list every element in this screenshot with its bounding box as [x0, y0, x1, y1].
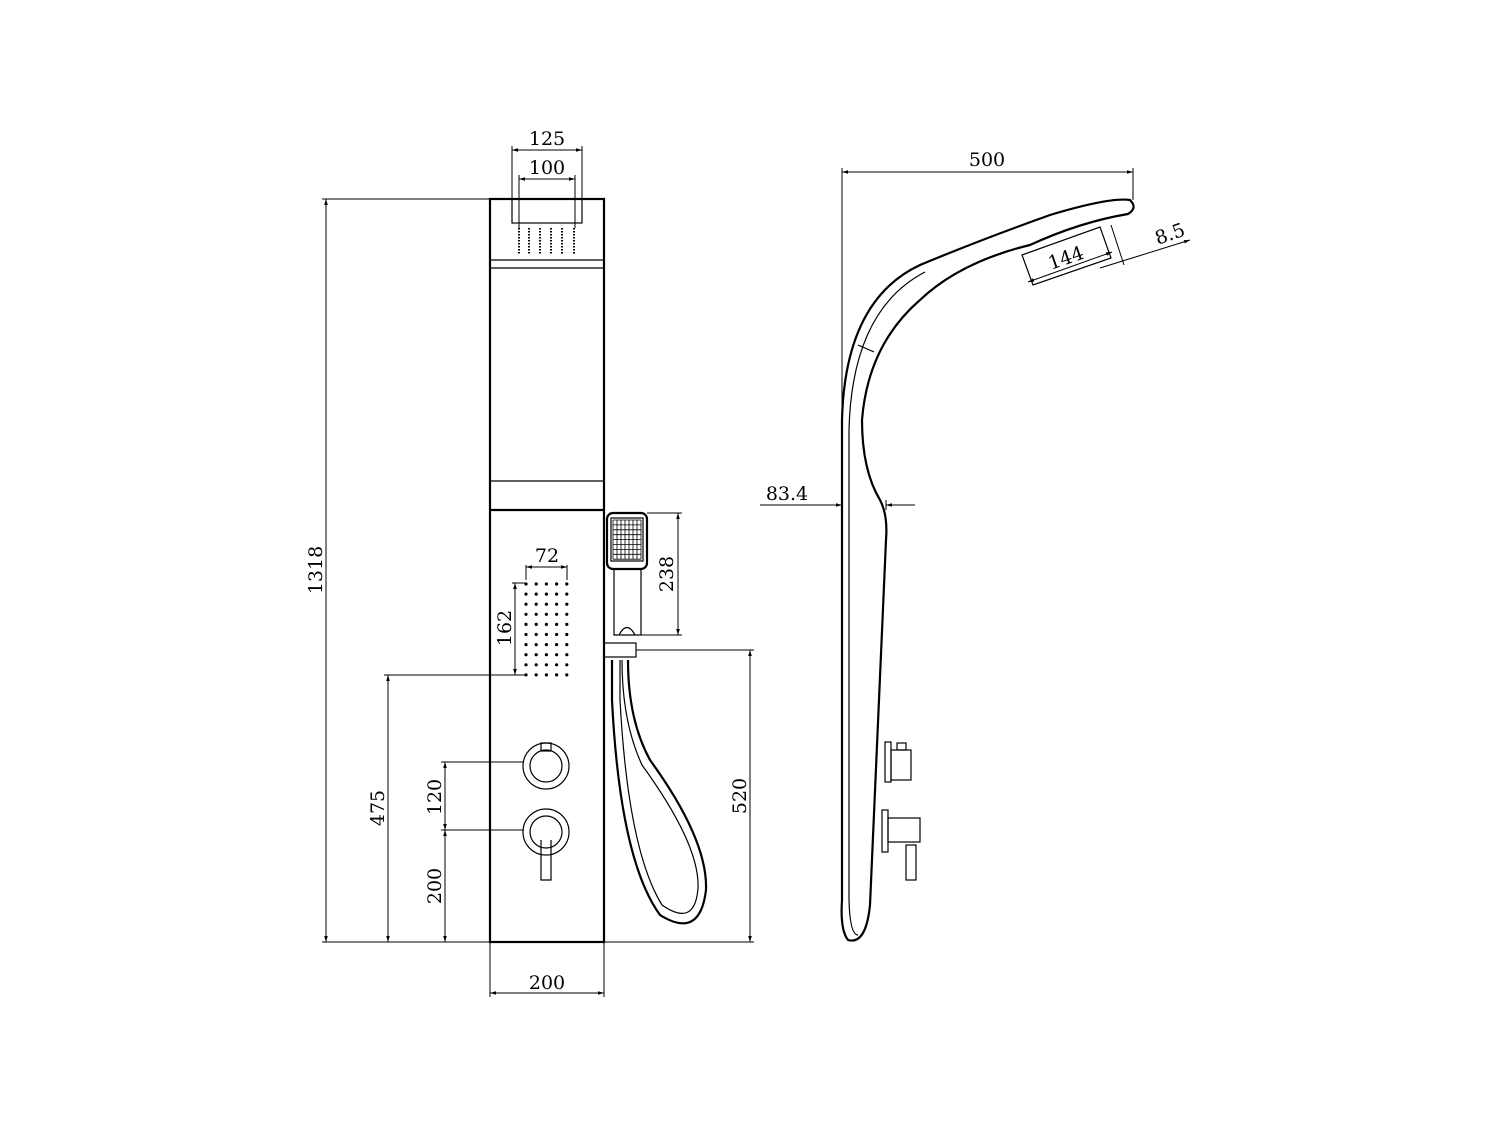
diverter-knob: [522, 808, 570, 881]
jet-nozzle: [565, 663, 569, 667]
jet-nozzle: [555, 582, 559, 586]
jet-nozzle: [544, 602, 549, 606]
jet-nozzle: [544, 612, 549, 616]
hand-shower: [603, 511, 708, 925]
side-diverter: [881, 809, 921, 881]
jet-nozzle: [534, 582, 538, 586]
dim-120: 120: [424, 779, 446, 815]
jet-nozzle: [524, 663, 528, 667]
rain-head: [511, 198, 583, 224]
dim-72: 72: [535, 545, 559, 567]
jet-nozzle: [534, 653, 538, 657]
jet-nozzle: [544, 643, 549, 647]
jet-nozzle: [534, 612, 538, 616]
jet-nozzle: [534, 632, 538, 637]
jet-nozzle: [544, 592, 549, 596]
jet-nozzle: [555, 643, 559, 647]
jet-nozzle: [555, 592, 559, 596]
side-dimensions: 500 144 8.5 83.4: [760, 149, 1191, 510]
jet-nozzle: [565, 673, 569, 677]
side-thermostat: [884, 741, 912, 783]
body-jets: [524, 582, 569, 677]
jet-nozzle: [534, 592, 538, 596]
jet-nozzle: [524, 653, 528, 657]
jet-nozzle: [555, 602, 559, 606]
dim-162: 162: [494, 610, 516, 646]
front-view: 125 100 1318 72 162 238 475 120 200: [305, 128, 754, 997]
jet-nozzle: [565, 643, 569, 647]
dim-200-vertical: 200: [424, 868, 446, 904]
jet-nozzle: [534, 673, 538, 677]
dim-475: 475: [367, 790, 389, 826]
dim-1318: 1318: [305, 546, 327, 594]
jet-nozzle: [534, 643, 538, 647]
jet-nozzle: [565, 632, 569, 637]
dim-83-4: 83.4: [766, 483, 808, 505]
jet-nozzle: [565, 612, 569, 616]
jet-nozzle: [555, 622, 559, 627]
jet-nozzle: [555, 612, 559, 616]
jet-nozzle: [544, 663, 549, 667]
jet-nozzle: [524, 643, 528, 647]
dim-8-5: 8.5: [1152, 219, 1188, 250]
jet-nozzle: [544, 653, 549, 657]
jet-nozzle: [534, 622, 538, 627]
dim-200-width: 200: [529, 972, 565, 994]
jet-nozzle: [555, 653, 559, 657]
jet-nozzle: [524, 612, 528, 616]
jet-nozzle: [544, 673, 549, 677]
rain-head-jets: [518, 228, 575, 255]
dim-238: 238: [656, 556, 678, 592]
jet-nozzle: [534, 602, 538, 606]
jet-nozzle: [524, 592, 528, 596]
dim-520: 520: [729, 778, 751, 814]
jet-nozzle: [524, 602, 528, 606]
thermostat-knob: [522, 742, 570, 790]
dim-144: 144: [1045, 242, 1086, 275]
jet-nozzle: [544, 582, 549, 586]
jet-nozzle: [565, 592, 569, 596]
dim-125: 125: [529, 128, 565, 150]
jet-nozzle: [555, 632, 559, 637]
jet-nozzle: [524, 632, 528, 637]
jet-nozzle: [555, 663, 559, 667]
jet-nozzle: [565, 582, 569, 586]
dim-100: 100: [529, 157, 565, 179]
jet-nozzle: [565, 622, 569, 627]
side-view: 500 144 8.5 83.4: [760, 149, 1191, 942]
front-dimensions: 125 100 1318 72 162 238 475 120 200: [305, 128, 754, 997]
panel-outline: [488, 197, 606, 944]
jet-nozzle: [555, 673, 559, 677]
jet-nozzle: [534, 663, 538, 667]
dim-500: 500: [969, 149, 1005, 171]
jet-nozzle: [565, 602, 569, 606]
jet-nozzle: [544, 632, 549, 637]
jet-nozzle: [524, 622, 528, 627]
jet-nozzle: [565, 653, 569, 657]
jet-nozzle: [544, 622, 549, 627]
